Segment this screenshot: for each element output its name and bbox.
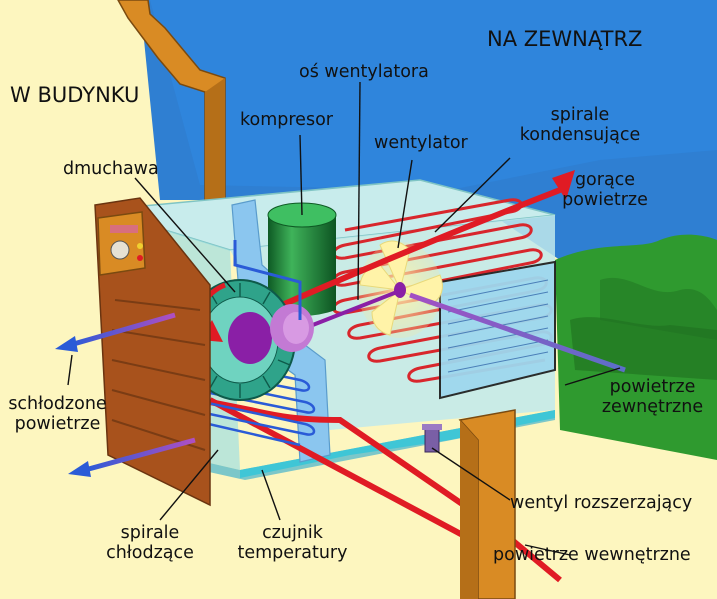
cooled-air-arrow-lower xyxy=(84,437,196,473)
label-expansion-valve: wentyl rozszerzający xyxy=(510,493,693,513)
label-inside-air: powietrze wewnętrzne xyxy=(493,545,691,565)
expansion-valve xyxy=(422,424,442,453)
control-panel xyxy=(97,211,146,276)
outside-air-arrow xyxy=(409,292,626,373)
wall-bottom xyxy=(458,409,516,599)
label-fan-axis: oś wentylatora xyxy=(299,62,429,82)
cooled-air-arrow-upper xyxy=(69,312,176,348)
label-hot-air: gorące powietrze xyxy=(562,170,648,210)
label-outside: NA ZEWNĄTRZ xyxy=(487,27,643,51)
sky-upper xyxy=(150,0,717,190)
label-inside: W BUDYNKU xyxy=(10,83,140,107)
refrigerant-line-cold xyxy=(233,240,302,320)
label-cooled-air: schłodzone powietrze xyxy=(8,394,107,434)
label-temperature-sensor: czujnik temperatury xyxy=(237,523,348,563)
label-fan: wentylator xyxy=(374,133,468,153)
label-blower: dmuchawa xyxy=(63,159,159,179)
front-wall xyxy=(94,197,211,507)
label-outside-air: powietrze zewnętrzne xyxy=(601,377,704,417)
label-cooling-coils: spirale chłodzące xyxy=(106,523,194,563)
refrigerant-line-hot xyxy=(199,397,562,583)
leader-lines xyxy=(67,81,621,556)
blower xyxy=(184,279,314,401)
fan-axis-shaft xyxy=(299,288,403,332)
label-compressor: kompresor xyxy=(240,110,333,130)
label-condenser-coils: spirale kondensujące xyxy=(519,105,641,145)
inside-air-arrow xyxy=(208,397,502,558)
